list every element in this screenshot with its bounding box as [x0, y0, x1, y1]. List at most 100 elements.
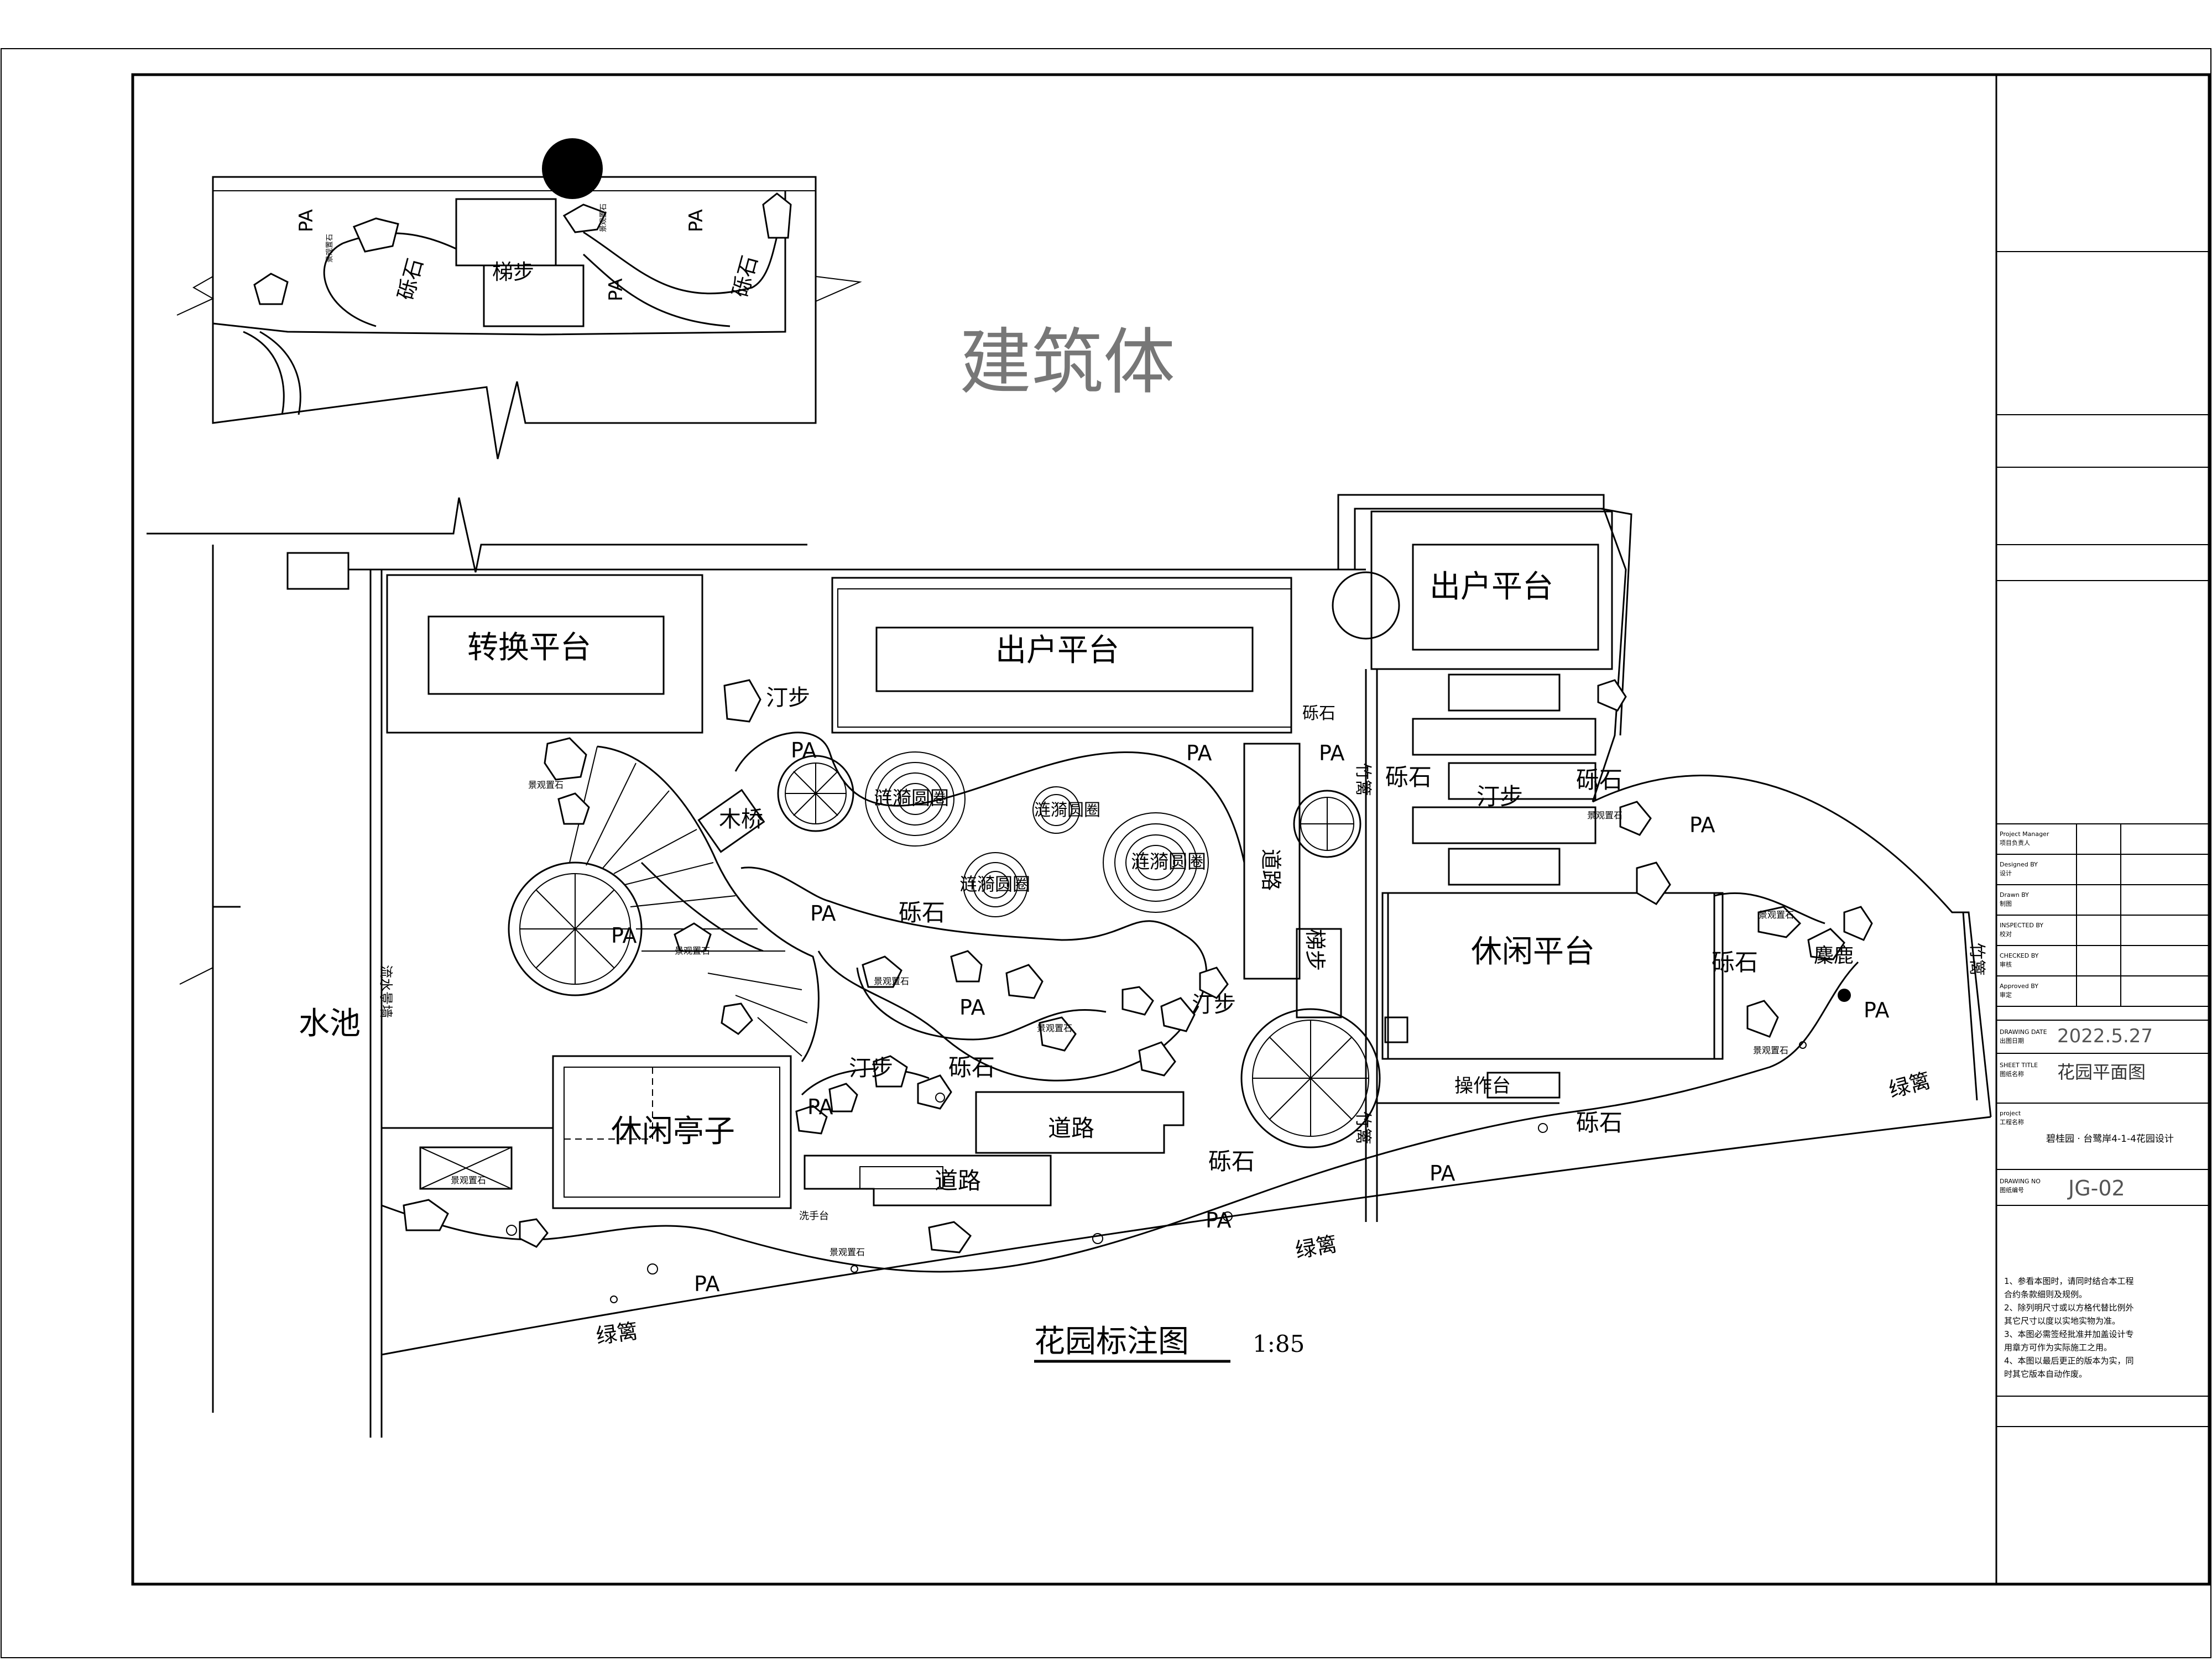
landscape-stone-label: 景观置石: [326, 234, 334, 263]
project-manager-cn: 项目负责人: [2000, 839, 2030, 847]
stepping-label: 汀步: [849, 1056, 893, 1081]
rock-icon: [253, 273, 289, 305]
stair-landing: [455, 198, 557, 267]
pa-label: PA: [611, 923, 637, 948]
stream-wall-label: 流水景墙: [378, 965, 394, 1018]
landscape-stone-label: 景观置石: [1037, 1023, 1072, 1033]
approved-cn: 审定: [2000, 991, 2012, 999]
ripple-label: 涟漪圆圈: [1034, 801, 1100, 820]
building-label: 建筑体: [959, 320, 1175, 404]
drawing-scale: 1:85: [1253, 1330, 1305, 1357]
tree-circle: [1293, 790, 1361, 858]
drawing-no-cn: 图纸编号: [2000, 1186, 2024, 1194]
note-line-8: 时其它版本自动作废。: [2004, 1369, 2087, 1379]
sheet-title-en: SHEET TITLE: [2000, 1062, 2038, 1069]
pa-label: PA: [807, 1095, 833, 1119]
rock-icon: [762, 192, 792, 239]
north-marker-circle: [542, 138, 603, 199]
pa-label: PA: [685, 209, 707, 232]
hedge-label: 绿篱: [594, 1319, 639, 1349]
bamboo-fence-label: 竹篱: [1353, 1111, 1373, 1145]
drawn-cn: 制图: [2000, 900, 2012, 907]
drawn-en: Drawn BY: [2000, 891, 2029, 899]
stepping-label: 汀步: [766, 685, 810, 711]
pa-label: PA: [791, 738, 816, 762]
drawing-date-value: 2022.5.27: [2057, 1025, 2153, 1047]
gravel-label: 砾石: [1208, 1148, 1255, 1175]
project-manager-en: Project Manager: [2000, 830, 2049, 838]
exit-platform-right-label: 出户平台: [1430, 569, 1553, 605]
leisure-platform-outline: [1387, 892, 1715, 1060]
bamboo-fence-label: 竹篱: [1967, 943, 1986, 976]
drawing-title-group: 花园标注图 1:85: [1034, 1324, 1305, 1363]
road-box: [804, 1155, 1052, 1206]
note-line-7: 4、本图以最后更正的版本为实，同: [2004, 1356, 2134, 1366]
wooden-bridge: [697, 788, 765, 853]
stairs-vertical-label: 梯步: [1303, 929, 1327, 971]
road-label: 道路: [1048, 1115, 1094, 1142]
landscape-stone-label: 景观置石: [1759, 910, 1794, 920]
operation-room-label: 操作台: [1454, 1075, 1511, 1097]
stairs-box: [483, 264, 585, 327]
stepping-label: 汀步: [1192, 992, 1236, 1017]
sheet-title-cn: 图纸名称: [2000, 1070, 2024, 1078]
drawing-title: 花园标注图: [1034, 1324, 1189, 1360]
pa-label: PA: [1689, 813, 1715, 837]
sink-label: 洗手台: [799, 1210, 829, 1222]
pa-label: PA: [1186, 741, 1212, 765]
ripple-label: 涟漪圆圈: [1131, 851, 1206, 873]
landscape-stone-label: 景观置石: [1753, 1045, 1788, 1056]
drawing-no-en: DRAWING NO: [2000, 1178, 2041, 1185]
landscape-stone-label: 景观置石: [528, 780, 564, 790]
ripple-label: 涟漪圆圈: [874, 787, 949, 809]
checked-cn: 审核: [2000, 960, 2012, 968]
checked-en: CHECKED BY: [2000, 952, 2039, 959]
stepping-label-right: 汀步: [1477, 783, 1523, 810]
project-value: 碧桂园 · 台鹭岸4-1-4花园设计: [2046, 1134, 2174, 1145]
tree-circle: [1240, 1008, 1381, 1148]
main-garden-plan: 转换平台 出户平台 出户平台 汀步 休闲平台 操作台 道路 梯步: [147, 494, 1992, 1438]
ripple-label: 涟漪圆圈: [959, 874, 1030, 895]
stairs-label: 梯步: [492, 260, 534, 284]
landscape-stone-label: 景观置石: [599, 203, 608, 232]
wooden-bridge-label: 木桥: [719, 807, 763, 832]
gravel-label: 砾石: [899, 899, 945, 926]
notes: 1、参看本图时，请同时结合本工程 合约条款细则及规例。 2、除列明尺寸或以方格代…: [2004, 1276, 2134, 1379]
gravel-label: 砾石: [1302, 704, 1335, 723]
rock-icon: [562, 203, 607, 233]
exit-platform-label: 出户平台: [995, 633, 1119, 668]
drawing-date-cn: 出图日期: [2000, 1037, 2024, 1044]
pa-label: PA: [1864, 998, 1889, 1022]
pond-label: 水池: [299, 1006, 361, 1042]
road-vertical-label: 道路: [1259, 849, 1283, 891]
project-en: project: [2000, 1110, 2021, 1117]
drawing-no-value: JG-02: [2067, 1176, 2125, 1200]
landscape-stone-label: 景观置石: [675, 946, 710, 956]
title-block: Project Manager 项目负责人 Designed BY 设计 Dra…: [1995, 75, 2209, 1584]
bamboo-fence-label: 竹篱: [1353, 763, 1373, 796]
hedge-label: 绿篱: [1293, 1231, 1339, 1263]
sheet-title-value: 花园平面图: [2057, 1062, 2146, 1083]
landscape-stone-label: 景观置石: [874, 976, 909, 986]
gravel-label: 砾石: [1576, 766, 1623, 793]
leisure-platform-label: 休闲平台: [1471, 934, 1595, 970]
pa-label: PA: [295, 209, 317, 232]
note-line-5: 3、本图必需签经批准并加盖设计专: [2004, 1329, 2134, 1339]
inspected-cn: 校对: [2000, 930, 2012, 938]
designer-cn: 设计: [2000, 870, 2012, 877]
inspected-en: INSPECTED BY: [2000, 922, 2043, 929]
hedge-label: 绿篱: [1886, 1068, 1933, 1103]
gravel-label: 砾石: [1712, 949, 1758, 976]
shrub-markers: [506, 1041, 1807, 1303]
note-line-3: 2、除列明尺寸或以方格代替比例外: [2004, 1303, 2134, 1313]
upper-garden-strip: 建筑体 梯步 PA PA PA 砾石 砾石 景观置石 景观置石: [176, 138, 1175, 459]
drawing-frame: [131, 73, 2211, 1586]
transfer-platform-outline: [386, 574, 703, 734]
landscape-stone-label: 景观置石: [451, 1175, 486, 1185]
road-label: 道路: [935, 1167, 981, 1194]
pavilion-outline: [552, 1055, 792, 1209]
note-line-2: 合约条款细则及规例。: [2004, 1289, 2087, 1299]
pa-label: PA: [1430, 1161, 1455, 1185]
pa-label: PA: [1206, 1208, 1231, 1232]
